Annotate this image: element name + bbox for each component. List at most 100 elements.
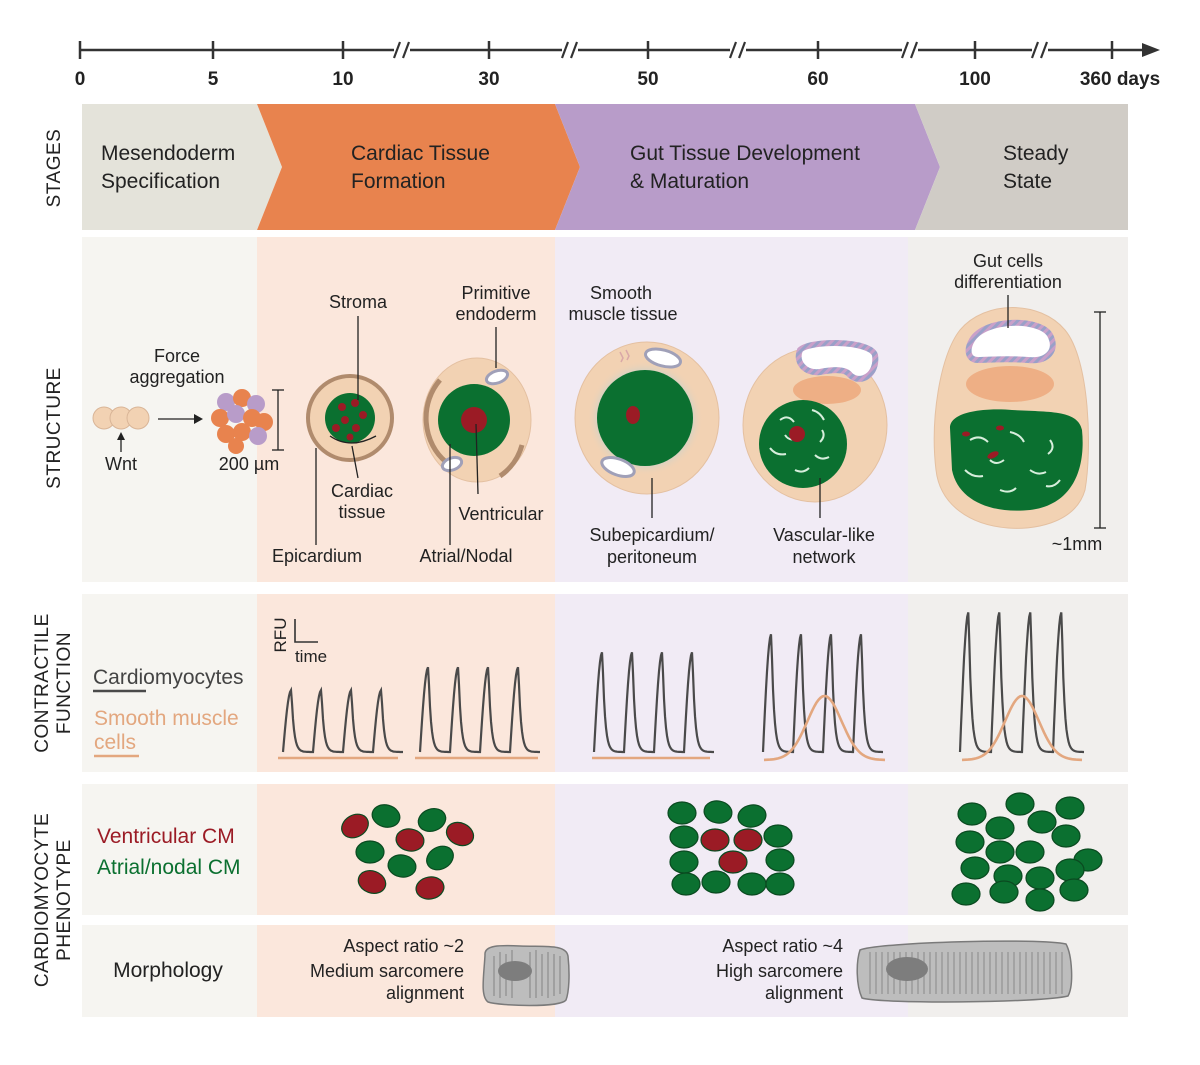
ventricular-cm-cell	[700, 828, 730, 852]
legend-smooth-2: cells	[94, 731, 136, 754]
gut-cells-label-2: differentiation	[954, 272, 1062, 292]
row-labels: STAGES STRUCTURE CONTRACTILE FUNCTION CA…	[32, 129, 75, 988]
atrial-cm-cell	[671, 872, 701, 896]
atrial-cm-cell	[985, 840, 1015, 864]
timeline-tick-label: 100	[959, 69, 991, 90]
axis-x-label: time	[295, 647, 327, 666]
atrial-cm-cell	[737, 804, 767, 828]
contractile-row: Cardiomyocytes Smooth muscle cells RFU t…	[93, 612, 1084, 762]
ventricular-cm-cell	[357, 870, 387, 894]
size-label-small: 200 µm	[219, 454, 279, 474]
morphology-row: Morphology Aspect ratio ~2 Medium sarcom…	[113, 936, 1073, 1007]
timeline-tick-label: 5	[208, 69, 219, 90]
stage-4-line-1: Steady	[1003, 142, 1069, 165]
subepicardium-label-2: peritoneum	[607, 547, 697, 567]
atrial-cm-cell	[1055, 858, 1085, 882]
atrial-cm-cell	[355, 840, 385, 864]
gut-cells-label-1: Gut cells	[973, 251, 1043, 271]
ventricular-cm-cell	[395, 828, 425, 852]
atrial-cm-cell	[387, 854, 417, 878]
phenotype-row: Ventricular CM Atrial/nodal CM	[97, 792, 1103, 912]
aspect4-line-3: alignment	[765, 983, 843, 1003]
scale-bar	[294, 619, 318, 643]
force-label-1: Force	[154, 346, 200, 366]
cardiomyocyte-trace	[958, 612, 1084, 754]
atrial-cm-cell	[371, 804, 401, 828]
aspect2-line-2: Medium sarcomere	[310, 961, 464, 981]
stage-chevron-3	[555, 104, 940, 230]
aspect2-line-1: Aspect ratio ~2	[343, 936, 464, 956]
morphology-label: Morphology	[113, 959, 223, 982]
timeline-tick-label: 30	[478, 69, 499, 90]
atrial-cm-cell	[765, 848, 795, 872]
stage-chevron-4	[915, 104, 1128, 230]
stage-chevron-2	[257, 104, 580, 230]
atrial-cm-cell	[1005, 792, 1035, 816]
cardiomyocyte-trace	[761, 634, 883, 754]
atrial-cm-cell	[417, 808, 447, 832]
organoid-day-100	[933, 307, 1089, 529]
atrial-cm-cell	[669, 825, 699, 849]
atrial-cm-cell	[1015, 840, 1045, 864]
timeline-tick-label: 50	[637, 69, 658, 90]
primitive-endoderm-label-2: endoderm	[455, 304, 536, 324]
stage-chevron-1	[82, 104, 282, 230]
arrow-icon	[194, 414, 203, 424]
atrial-cm-cell	[703, 800, 733, 824]
atrial-cm-cell	[669, 850, 699, 874]
row-label-contractile-1: CONTRACTILE	[32, 613, 53, 753]
cell-aggregate	[211, 389, 273, 454]
smooth-muscle-label-2: muscle tissue	[568, 304, 677, 324]
ventricular-cm-label: Ventricular CM	[97, 825, 235, 848]
atrial-cm-cell	[1025, 866, 1055, 890]
row-label-structure: STRUCTURE	[44, 367, 65, 489]
cardiac-tissue-label-1: Cardiac	[331, 481, 393, 501]
subepicardium-label-1: Subepicardium/	[589, 525, 714, 545]
stage-1-line-2: Specification	[101, 170, 220, 193]
aspect4-line-2: High sarcomere	[716, 961, 843, 981]
cardiomyocyte-shape-high	[856, 940, 1073, 1003]
cardiomyocyte-trace	[281, 686, 403, 754]
atrial-cm-cell	[951, 882, 981, 906]
atrial-cm-cell	[1025, 888, 1055, 912]
stage-1-line-1: Mesendoderm	[101, 142, 235, 165]
atrial-cm-cell	[1051, 824, 1081, 848]
timeline-tick-label: 360 days	[1080, 69, 1160, 90]
atrial-cm-cell	[960, 856, 990, 880]
organoid-day-60	[742, 340, 888, 503]
atrial-cm-cell	[667, 801, 697, 825]
vascular-label-1: Vascular-like	[773, 525, 875, 545]
row-label-phenotype-1: CARDIOMYOCYTE	[32, 813, 53, 987]
cell-icon	[126, 406, 150, 430]
atrial-cm-cell	[737, 872, 767, 896]
stage-3-line-1: Gut Tissue Development	[630, 142, 860, 165]
atrial-cm-cell	[985, 816, 1015, 840]
stage-2-line-1: Cardiac Tissue	[351, 142, 490, 165]
structure-row: Wnt Force aggregation 200 µm	[92, 251, 1106, 567]
stage-3-line-2: & Maturation	[630, 170, 749, 193]
ventricular-cm-cell	[718, 850, 748, 874]
cardiomyocyte-trace	[418, 666, 540, 754]
organoid-day-50	[574, 341, 720, 495]
cardiomyocyte-shape-medium	[482, 944, 570, 1007]
atrial-cm-cell	[1059, 878, 1089, 902]
legend-cardiomyocytes: Cardiomyocytes	[93, 666, 244, 689]
vascular-label-2: network	[792, 547, 856, 567]
force-label-2: aggregation	[129, 367, 224, 387]
row-label-phenotype-2: PHENOTYPE	[54, 839, 75, 961]
organoid-day-10	[306, 374, 394, 462]
stage-4-line-2: State	[1003, 170, 1052, 193]
wnt-label: Wnt	[105, 454, 137, 474]
smooth-muscle-trace	[961, 694, 1083, 762]
aspect4-line-1: Aspect ratio ~4	[722, 936, 843, 956]
ventricular-cm-cell	[733, 828, 763, 852]
atrial-cm-cell	[955, 830, 985, 854]
atrial-cm-cell	[701, 870, 731, 894]
atrial-cm-cell	[765, 872, 795, 896]
ventricular-cm-cell	[341, 813, 369, 839]
stage-chevrons: Mesendoderm Specification Cardiac Tissue…	[82, 104, 1128, 230]
smooth-muscle-label-1: Smooth	[590, 283, 652, 303]
size-label-large: ~1mm	[1052, 534, 1103, 554]
timeline-tick-label: 10	[332, 69, 353, 90]
ventricular-cm-cell	[415, 876, 445, 900]
